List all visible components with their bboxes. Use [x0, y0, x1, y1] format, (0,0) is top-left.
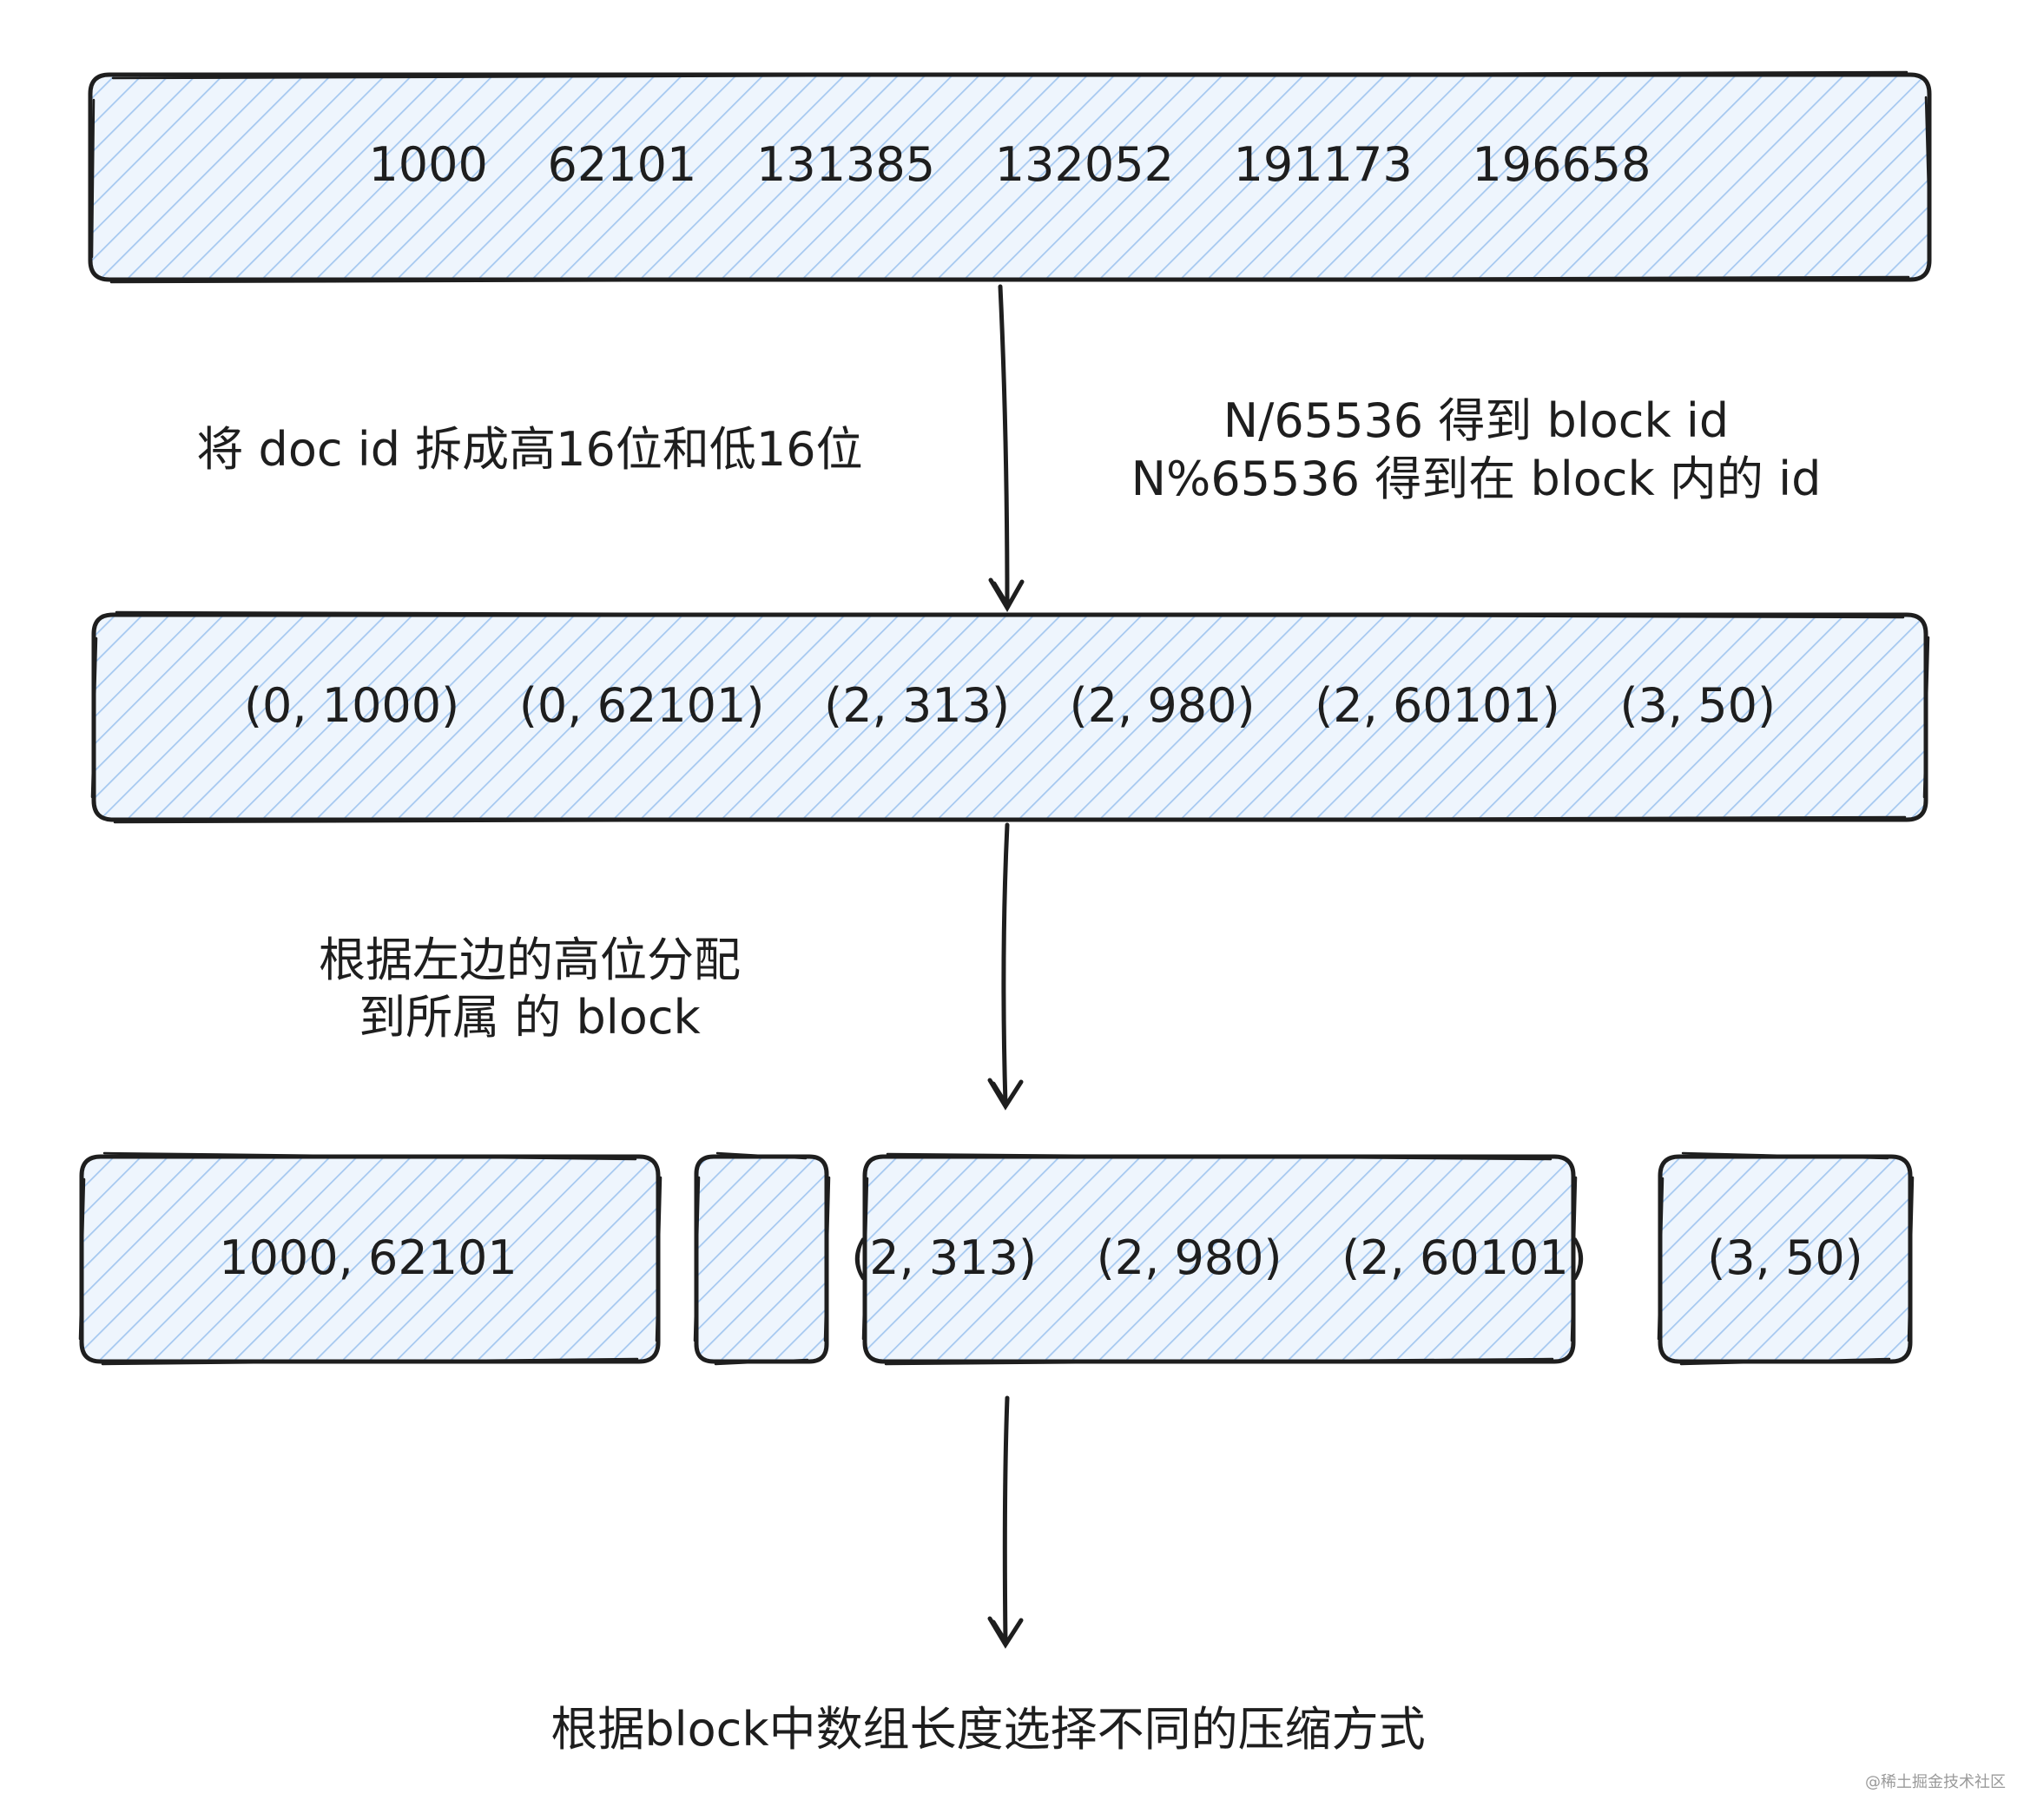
arrow-compress: [987, 1395, 1024, 1649]
assign-label-line2: 到所属 的 block: [359, 990, 701, 1045]
block-3-text: (3, 50): [1707, 1230, 1863, 1285]
split-right-label-line2: N%65536 得到在 block 内的 id: [1131, 452, 1822, 506]
split-pairs-box: (0, 1000) (0, 62101) (2, 313) (2, 980) (…: [90, 610, 1930, 824]
arrow-split: [988, 284, 1025, 612]
split-right-label-line1: N/65536 得到 block id: [1223, 393, 1729, 448]
watermark: @稀土掘金技术社区: [1865, 1773, 2006, 1791]
doc-ids-box: 1000 62101 131385 132052 191173 196658: [88, 70, 1932, 284]
doc-ids-text: 1000 62101 131385 132052 191173 196658: [368, 137, 1651, 192]
block-box-3: (3, 50): [1657, 1151, 1915, 1366]
block-box-2: (2, 313) (2, 980) (2, 60101): [851, 1152, 1587, 1366]
block-box-0: 1000, 62101: [78, 1151, 663, 1366]
assign-label-line1: 根据左边的高位分配: [319, 933, 741, 987]
block-0-text: 1000, 62101: [219, 1230, 517, 1285]
block-box-1: [693, 1151, 831, 1366]
compress-label: 根据block中数组长度选择不同的压缩方式: [550, 1702, 1425, 1757]
split-left-label: 将 doc id 拆成高16位和低16位: [196, 422, 862, 477]
arrow-assign: [987, 822, 1024, 1111]
block-2-text: (2, 313) (2, 980) (2, 60101): [851, 1230, 1587, 1285]
split-pairs-text: (0, 1000) (0, 62101) (2, 313) (2, 980) (…: [244, 678, 1776, 733]
